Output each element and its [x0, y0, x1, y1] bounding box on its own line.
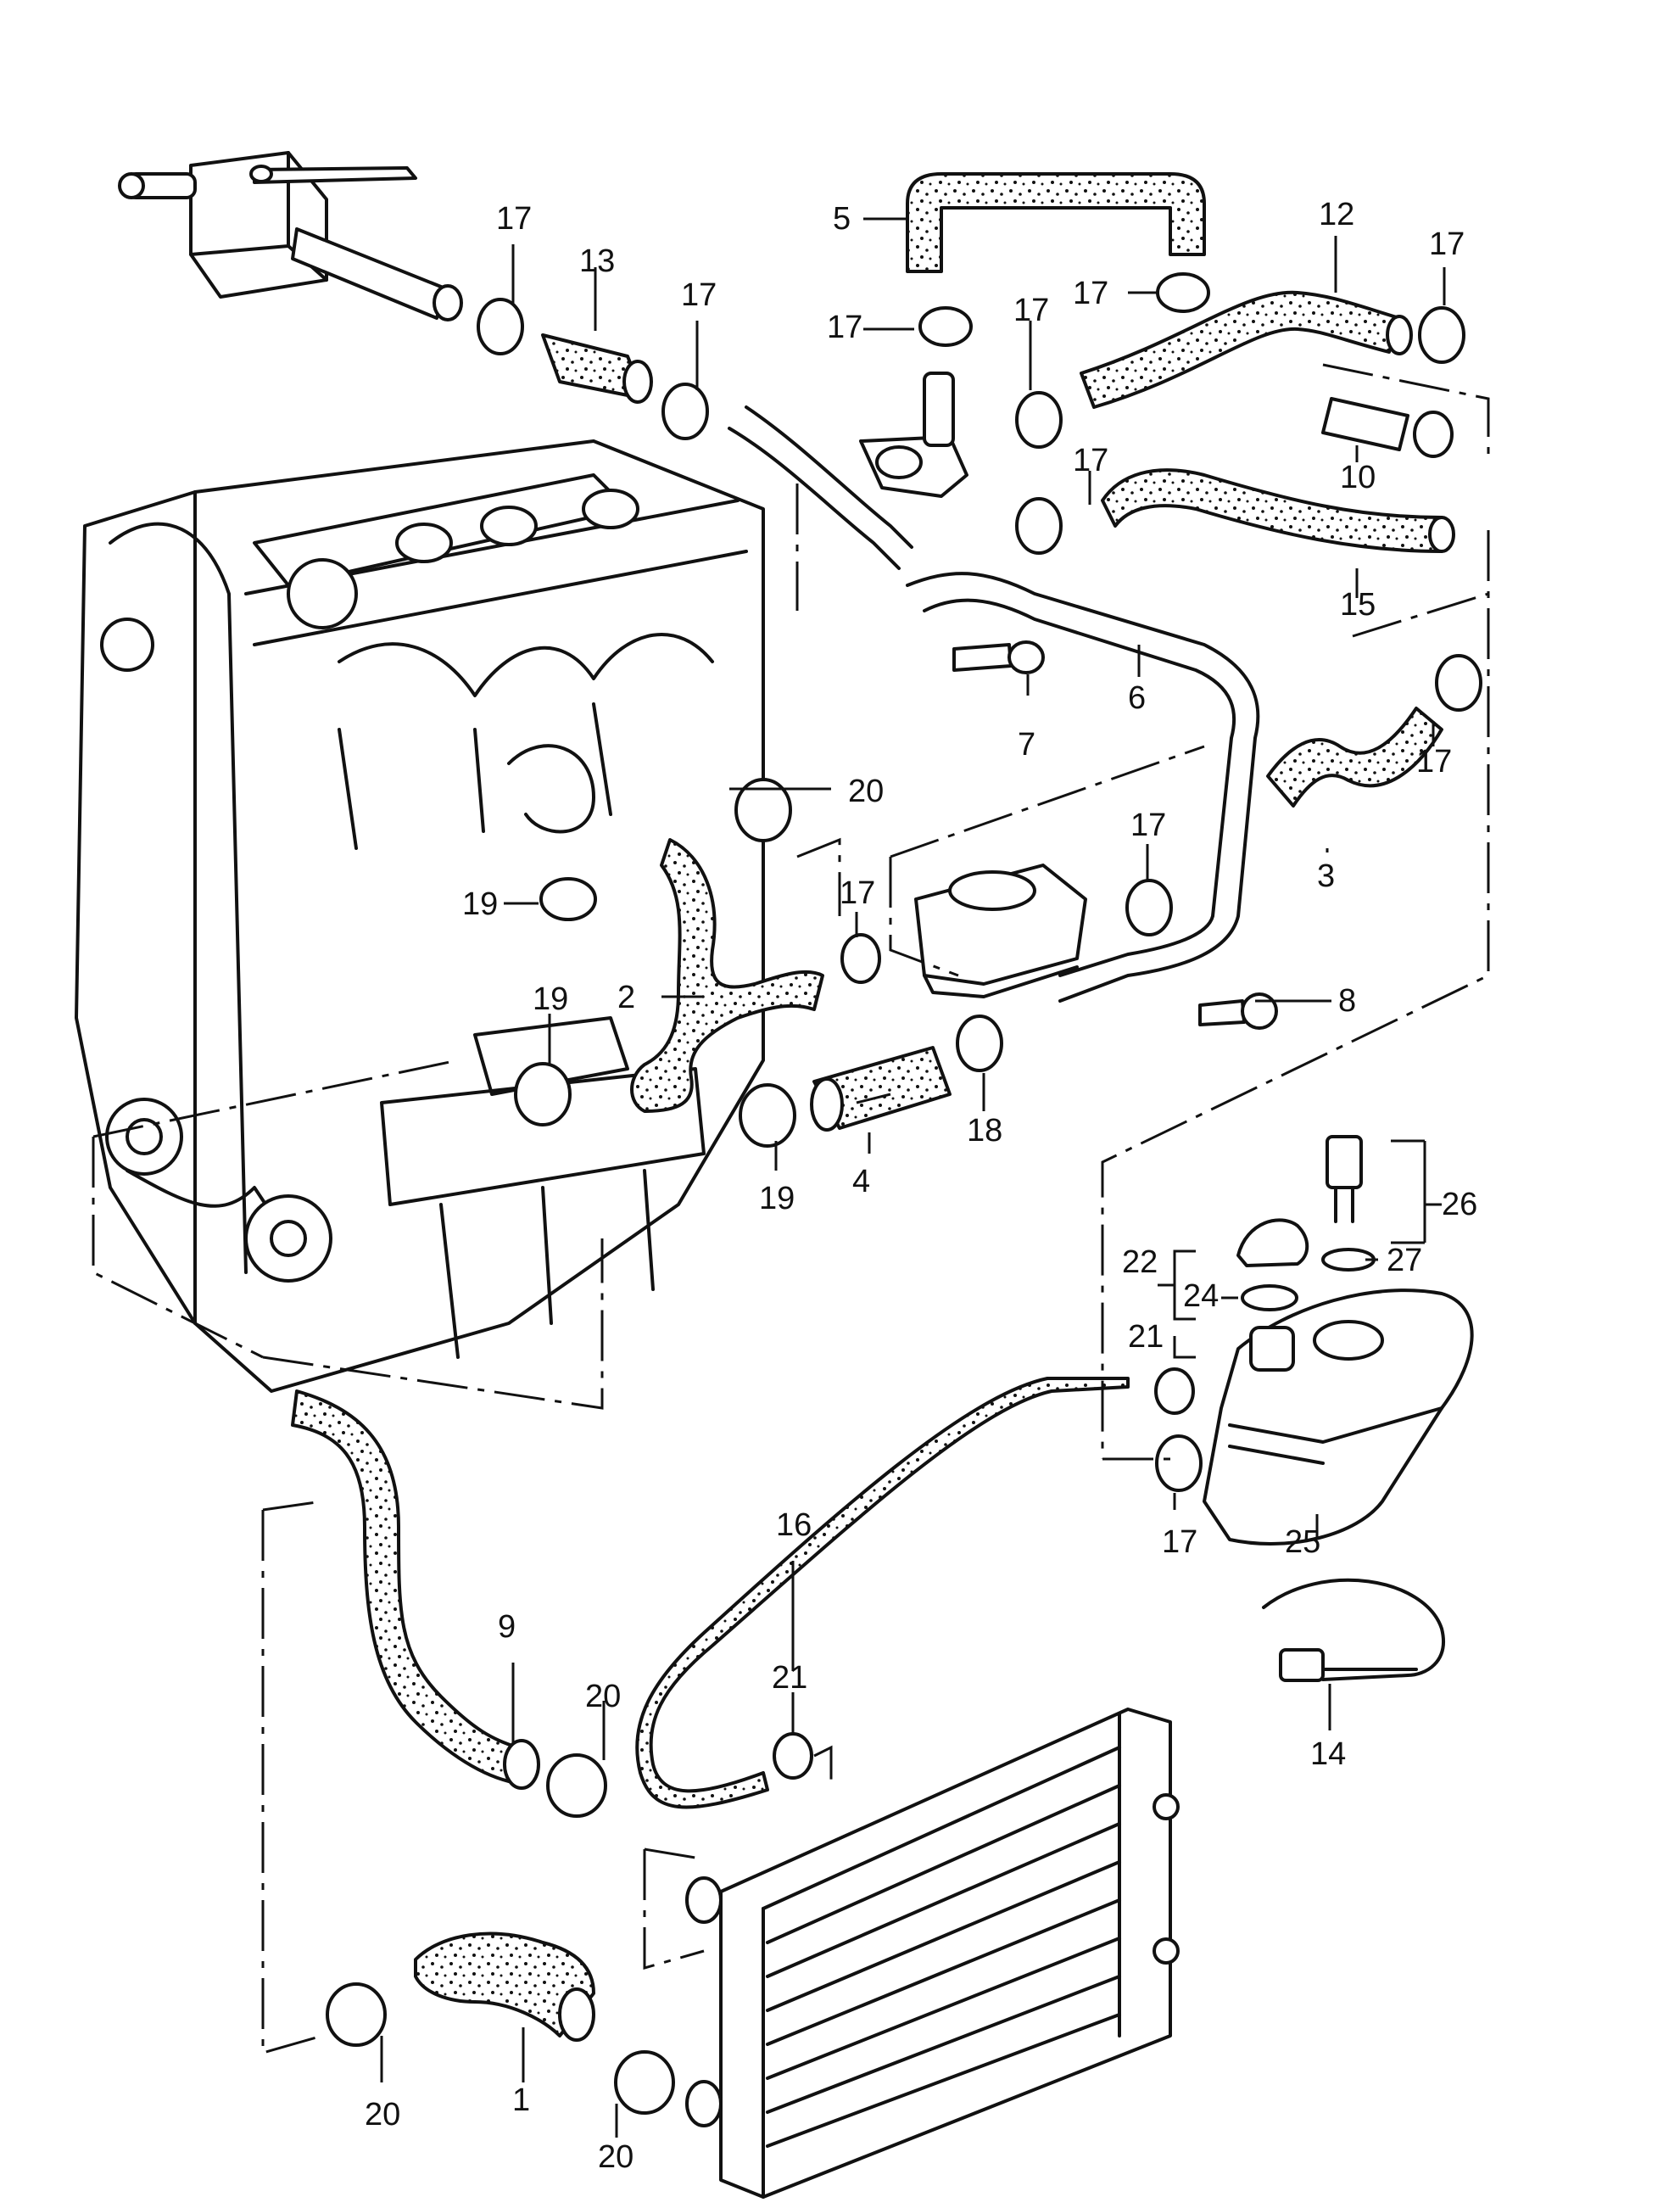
sensor-26 [1321, 1135, 1376, 1272]
part-label-16: 16 [776, 1507, 812, 1543]
hose-15 [1101, 468, 1443, 553]
part-label-18: 18 [967, 1113, 1002, 1149]
pipe-6 [906, 572, 1260, 1003]
hose-5 [906, 172, 1206, 273]
part-label-20-c: 20 [365, 2097, 400, 2133]
hose-clamps [326, 272, 1482, 2115]
engine-block [75, 439, 765, 1393]
part-label-21-b: 21 [772, 1660, 807, 1696]
part-label-17-g: 17 [1073, 443, 1108, 478]
bolt-7 [952, 640, 1045, 674]
part-label-17-d: 17 [827, 310, 862, 345]
part-label-20-b: 20 [585, 1679, 621, 1714]
part-label-7: 7 [1018, 727, 1035, 763]
cap-22 [1236, 1218, 1309, 1311]
part-label-17-c: 17 [1073, 276, 1108, 311]
part-label-12: 12 [1319, 197, 1354, 232]
part-label-26: 26 [1442, 1187, 1477, 1222]
part-label-24: 24 [1183, 1278, 1219, 1314]
part-label-19-a: 19 [462, 886, 498, 922]
part-label-1: 1 [512, 2082, 530, 2118]
thermostat-housing [914, 864, 1087, 998]
radiator [685, 1708, 1180, 2199]
part-label-17-j: 17 [840, 875, 875, 911]
band-clamp-14 [1262, 1578, 1445, 1682]
part-label-17-b: 17 [681, 277, 717, 313]
part-label-22: 22 [1122, 1244, 1158, 1280]
part-label-17-e: 17 [1013, 293, 1049, 328]
hose-1 [414, 1931, 595, 2038]
part-label-14: 14 [1310, 1736, 1346, 1772]
part-label-9: 9 [498, 1609, 516, 1645]
connector-10 [1321, 397, 1454, 458]
part-label-17-f: 17 [1429, 226, 1465, 262]
part-label-19-b: 19 [533, 981, 568, 1017]
part-label-25: 25 [1285, 1524, 1320, 1560]
part-label-4: 4 [852, 1164, 870, 1199]
part-label-20-a: 20 [848, 774, 884, 809]
hose-2 [630, 838, 824, 1113]
part-label-13: 13 [579, 243, 615, 279]
part-label-21-a: 21 [1128, 1319, 1164, 1355]
expansion-tank-25 [1203, 1288, 1474, 1546]
part-label-5: 5 [833, 201, 851, 237]
bolt-8 [1198, 992, 1278, 1030]
hose-12 [1080, 290, 1401, 409]
part-label-6: 6 [1128, 680, 1146, 716]
heater-core-assembly [118, 151, 463, 321]
part-label-17-k: 17 [1162, 1524, 1197, 1560]
part-label-3: 3 [1317, 858, 1335, 894]
part-label-17-h: 17 [1416, 744, 1452, 780]
hose-16 [635, 1377, 1130, 1809]
leader-lines [380, 217, 1446, 2138]
coolant-flange [859, 372, 968, 498]
part-label-10: 10 [1340, 460, 1376, 495]
part-label-17-a: 17 [496, 201, 532, 237]
part-label-17-i: 17 [1130, 808, 1166, 843]
part-label-27: 27 [1387, 1243, 1422, 1278]
part-label-19-c: 19 [759, 1181, 795, 1216]
part-label-8: 8 [1338, 983, 1356, 1019]
hose-3 [1266, 707, 1443, 808]
reference-lines [92, 363, 1490, 2054]
hose-9 [291, 1389, 519, 1783]
part-label-15: 15 [1340, 587, 1376, 623]
part-label-2: 2 [617, 980, 635, 1015]
part-label-20-d: 20 [598, 2139, 633, 2175]
